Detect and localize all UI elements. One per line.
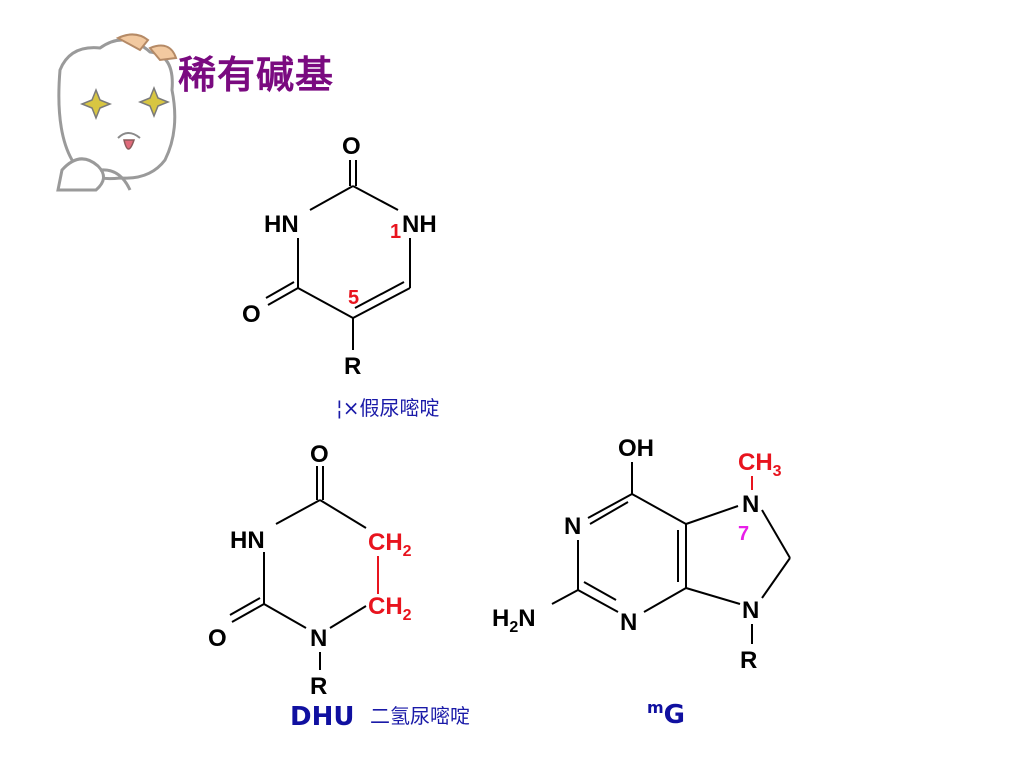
caption-pseudouridine: ¦×假尿嘧啶 — [336, 396, 440, 420]
bond-c2-o-1 — [231, 603, 265, 623]
bond-c5-c6 — [352, 287, 411, 319]
bond-c2-nh2 — [551, 589, 579, 605]
bond-c5-c6-double — [354, 281, 405, 309]
position-label-7: 7 — [738, 523, 749, 545]
abbr-m7g-main: G — [663, 700, 686, 730]
atom-ch2-lower: CH2 — [368, 593, 412, 624]
position-label-5: 5 — [348, 287, 359, 309]
bond-c2-n1 — [263, 603, 307, 629]
atom-r: R — [310, 673, 327, 700]
position-label-1: 1 — [390, 221, 401, 243]
bond-n1-c6 — [329, 605, 367, 629]
bond-c6-n1-double — [589, 501, 629, 525]
atom-r: R — [344, 353, 361, 380]
bond-c4-o-2 — [265, 281, 295, 299]
bond-c2-n3 — [309, 185, 354, 211]
bond-c2-n3 — [577, 589, 619, 613]
atom-o-top: O — [310, 441, 329, 468]
bond-c5-n7 — [685, 505, 739, 525]
pseudouridine-structure: O HN NH O R 1 5 — [242, 133, 437, 380]
atom-r: R — [740, 647, 757, 674]
m7g-structure: OH CH3 N 7 N H2N N N R — [492, 435, 791, 674]
dhu-structure: O HN CH2 CH2 O N R — [208, 441, 412, 700]
bond-c4-c5 — [297, 287, 354, 319]
bond-n3-c4 — [643, 587, 687, 613]
atom-h2n: H2N — [492, 605, 536, 636]
bond-c2-n1 — [352, 185, 399, 211]
page-title: 稀有碱基 — [178, 53, 335, 97]
bond-n7-c8 — [761, 509, 791, 559]
atom-nh: NH — [402, 211, 437, 238]
atom-oh: OH — [618, 435, 654, 462]
atom-o-left: O — [208, 625, 227, 652]
bond-c4-c5 — [319, 499, 367, 529]
atom-hn: HN — [230, 527, 265, 554]
atom-n1: N — [564, 513, 581, 540]
atom-hn: HN — [264, 211, 299, 238]
atom-ch3: CH3 — [738, 449, 782, 480]
atom-o-left: O — [242, 301, 261, 328]
bond-c4-n3 — [275, 499, 321, 525]
atom-o-top: O — [342, 133, 361, 160]
bond-c4-o-1 — [267, 287, 299, 306]
atom-n9: N — [742, 597, 759, 624]
bond-c6-n1 — [587, 493, 633, 519]
atom-n3: N — [620, 609, 637, 636]
abbr-m7g-superscript: m — [647, 698, 664, 717]
caption-dhu: 二氢尿嘧啶 — [370, 704, 470, 728]
bond-c8-n9 — [761, 557, 791, 599]
atom-ch2-upper: CH2 — [368, 529, 412, 560]
abbr-m7g: mG — [647, 698, 686, 730]
bond-c2-n3-double — [583, 581, 617, 601]
bond-c6-c5 — [631, 493, 687, 525]
abbr-dhu: DHU — [290, 702, 355, 732]
atom-n: N — [310, 625, 327, 652]
atom-n7: N — [742, 491, 759, 518]
bond-c2-o-2 — [229, 597, 261, 616]
bond-c4-n9 — [685, 587, 741, 605]
